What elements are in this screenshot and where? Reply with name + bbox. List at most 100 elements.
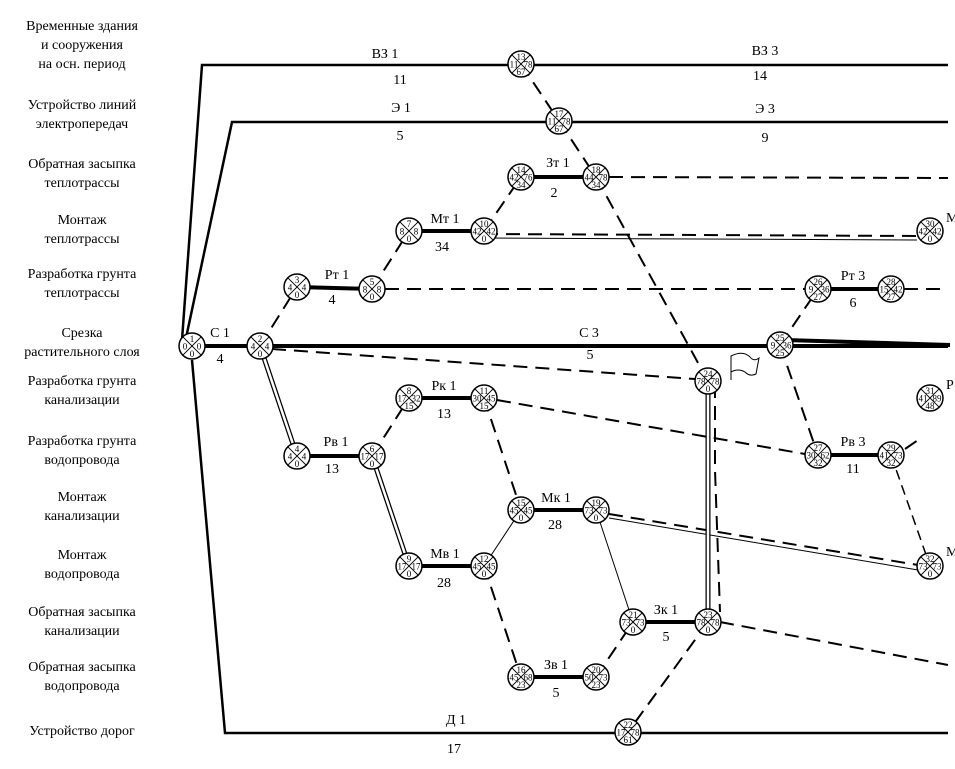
arrow-2-4 [257,345,300,457]
event-late-time: 73 [636,618,646,628]
arrow-18-24 [595,176,709,382]
event-early-time: 15 [880,285,890,295]
event-reserve: 15 [480,401,490,411]
event-number: 20 [592,665,602,675]
event-number: 9 [407,554,412,564]
work-name: Э 1 [391,101,411,116]
event-late-time: 78 [599,173,609,183]
event-number: 23 [704,610,714,620]
event-reserve: 61 [624,735,633,745]
event-late-time: 36 [821,285,831,295]
row-label-mv: Монтаж водопровода [44,548,120,582]
mt-thin [483,237,918,241]
event-early-time: 50 [585,673,595,683]
event-early-time: 30 [473,394,483,404]
event-early-time: 78 [697,377,707,387]
event-early-time: 73 [585,506,595,516]
arrow-2-24 [271,348,696,380]
event-late-time: 73 [933,562,943,572]
event-early-time: 44 [585,173,595,183]
event-reserve: 34 [517,180,527,190]
event-reserve: 0 [407,234,412,244]
work-name: Зт 1 [546,156,570,171]
row-label-d: Устройство дорог [29,724,135,739]
event-late-time: 89 [933,394,943,404]
mt-dashed [483,233,918,237]
event-number: 28 [887,277,897,287]
event-late-time: 8 [414,227,419,237]
event-late-time: 42 [487,227,496,237]
event-early-time: 0 [183,342,188,352]
work-duration: 17 [447,742,461,757]
work-name: С 1 [210,326,230,341]
event-reserve: 0 [370,459,375,469]
event-late-time: 32 [412,394,421,404]
event-early-time: 8 [400,227,405,237]
event-early-time: 4 [251,342,256,352]
work-duration: 4 [329,293,336,308]
event-early-time: 17 [398,562,408,572]
work-name: Мк 1 [541,491,571,506]
event-early-time: 17 [361,452,371,462]
event-early-time: 73 [622,618,632,628]
event-reserve: 25 [776,348,786,358]
work-name: Рк 1 [431,379,456,394]
zt-continue [608,176,949,179]
d-line [190,359,948,735]
work-duration: 11 [846,462,859,477]
event-number: 27 [814,443,824,453]
event-reserve: 23 [592,680,602,690]
event-reserve: 67 [555,124,565,134]
row-label-c: Срезка растительного слоя [24,326,140,360]
work-duration: 13 [437,407,451,422]
arrow-19-21 [595,509,634,623]
work-name: Рт 3 [841,269,865,284]
work-name: ВЗ 1 [372,47,399,62]
event-early-time: 4 [288,283,293,293]
work-name-cut: Р [946,378,954,393]
event-reserve: 0 [519,513,524,523]
event-late-time: 4 [302,283,307,293]
event-number: 30 [926,219,936,229]
event-number: 1 [190,334,195,344]
event-early-time: 11 [510,60,519,70]
event-late-time: 45 [487,394,497,404]
event-early-time: 42 [510,173,519,183]
work-duration: 4 [217,352,224,367]
event-reserve: 0 [295,290,300,300]
event-reserve: 0 [631,625,636,635]
event-number: 15 [517,498,527,508]
event-number: 32 [926,554,935,564]
event-number: 6 [370,444,375,454]
work-name: Д 1 [446,713,466,728]
event-late-time: 8 [377,285,382,295]
event-early-time: 8 [363,285,368,295]
event-late-time: 17 [412,562,422,572]
event-early-time: 45 [473,562,483,572]
event-late-time: 78 [631,728,641,738]
work-name: Рв 1 [324,435,349,450]
row-label-mt: Монтаж теплотрассы [44,213,120,247]
rk-dashed [496,399,806,455]
event-number: 29 [887,443,897,453]
event-reserve: 0 [482,234,487,244]
event-late-time: 42 [894,285,903,295]
